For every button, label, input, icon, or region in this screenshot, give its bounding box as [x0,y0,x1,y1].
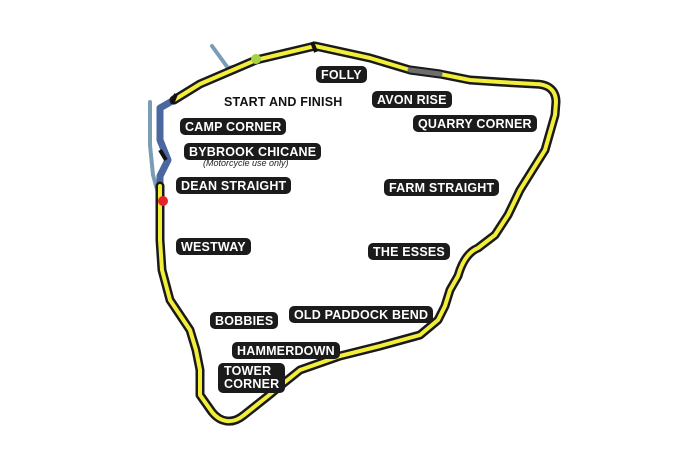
bybrook-chicane-section [156,96,178,190]
label-westway: WESTWAY [176,238,251,255]
label-bybrook-note: (Motorcycle use only) [203,158,289,168]
label-farm-straight: FARM STRAIGHT [384,179,500,196]
label-quarry-corner: QUARRY CORNER [413,115,537,132]
label-bybrook-chicane: BYBROOK CHICANE [184,143,322,160]
label-tower-corner-line1: TOWER [224,364,272,378]
track-centre-line [158,44,558,424]
label-old-paddock-bend: OLD PADDOCK BEND [289,306,434,323]
label-hammerdown: HAMMERDOWN [232,342,340,359]
label-avon-rise: AVON RISE [372,91,452,108]
label-the-esses: THE ESSES [368,243,450,260]
label-start-and-finish: START AND FINISH [224,95,343,109]
track-centre-line-north [172,58,258,102]
label-folly: FOLLY [316,66,367,83]
pit-straight-segment [407,67,443,77]
label-tower-corner: TOWER CORNER [218,363,286,393]
timing-line-camp [170,93,178,105]
red-marker-dot [158,196,168,206]
start-marker-dot [251,54,261,64]
label-tower-corner-line2: CORNER [224,377,280,391]
label-dean-straight: DEAN STRAIGHT [176,177,292,194]
label-bobbies: BOBBIES [210,312,279,329]
label-camp-corner: CAMP CORNER [180,118,287,135]
timing-line-top [310,41,318,53]
timing-line-chicane [158,148,168,162]
